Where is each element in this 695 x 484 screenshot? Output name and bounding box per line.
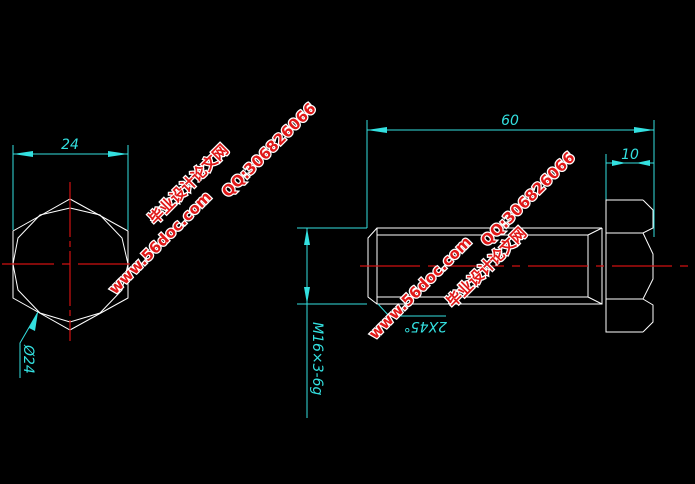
diameter-leader [19, 311, 39, 378]
arrow-icon [29, 312, 38, 331]
arrow-icon [636, 160, 650, 166]
arrow-icon [108, 151, 128, 157]
end-view: 24 Ø24 [2, 137, 137, 378]
chamfer-leader [377, 303, 446, 317]
bolt-head [605, 199, 643, 333]
watermark-1: 毕业设计论文网 www.56doc.com QQ:306826066 [104, 98, 321, 299]
head-face-middle [606, 232, 654, 300]
thread-runout [587, 296, 603, 305]
arrow-icon [304, 228, 310, 245]
arrow-icon [634, 127, 654, 133]
dim-24-label: 24 [61, 137, 79, 153]
chamfer-label: 2X45° [404, 318, 447, 334]
arrow-icon [367, 127, 387, 133]
diameter-label: Ø24 [20, 344, 36, 374]
head-face-bottom [642, 298, 654, 333]
arrow-icon [612, 160, 626, 166]
head-face-top [606, 199, 654, 234]
watermark-qq: QQ:306826066 [218, 99, 319, 200]
side-view: 60 10 2X45° M16×3-6g [297, 113, 692, 418]
arrow-icon [13, 151, 33, 157]
arrow-icon [304, 287, 310, 304]
watermark-2: www.56doc.com 毕业设计论文网 QQ:306826066 [364, 147, 580, 344]
dim-60-label: 60 [501, 113, 519, 129]
dim-10-label: 10 [621, 147, 639, 163]
thread-spec-label: M16×3-6g [309, 322, 325, 395]
thread-runout [587, 227, 603, 236]
